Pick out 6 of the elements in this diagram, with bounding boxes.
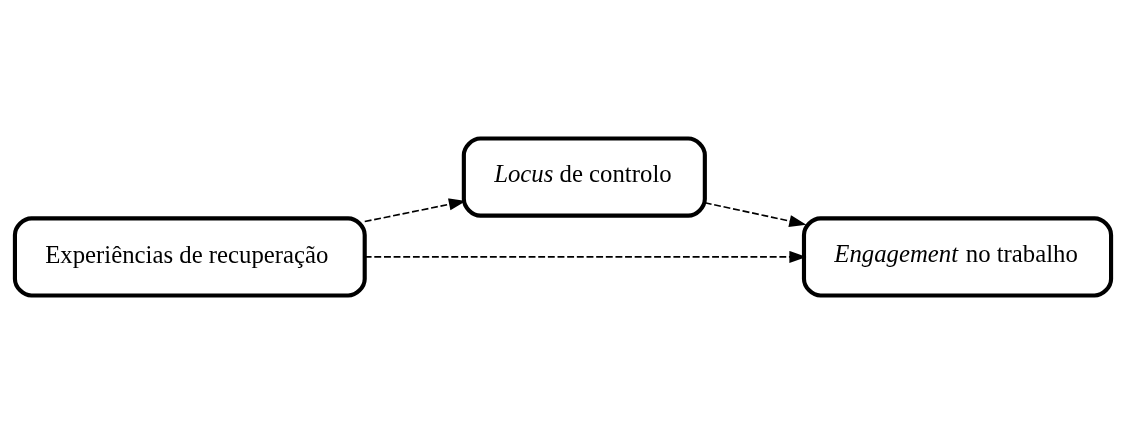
node-box: Experiências de recuperação	[12, 216, 367, 298]
node-box: Locus de controlo	[461, 136, 707, 218]
arrow	[704, 201, 807, 227]
arrow	[363, 250, 807, 263]
node-box: Engagement no trabalho	[801, 216, 1114, 298]
arrow	[363, 198, 466, 223]
